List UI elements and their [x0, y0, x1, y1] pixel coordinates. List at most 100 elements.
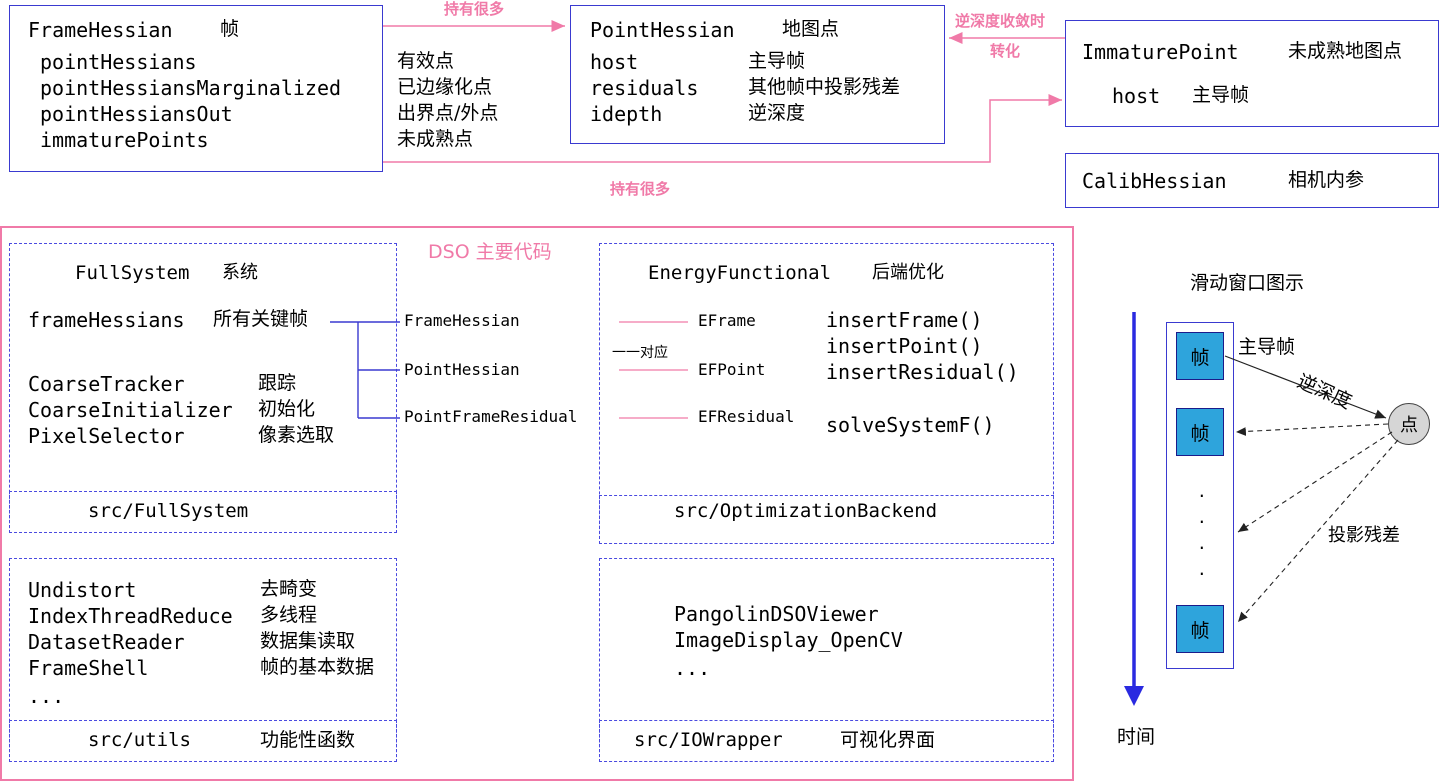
window-ellipsis-dot: . [1197, 560, 1207, 579]
window-frame-last: 帧 [1176, 605, 1224, 653]
fh-field-desc: 未成熟点 [397, 128, 474, 150]
framehessian-box [9, 5, 383, 172]
immaturepoint-title: ImmaturePoint [1082, 40, 1239, 64]
utils-item-desc: 数据集读取 [260, 630, 356, 652]
iowrapper-item: ... [674, 656, 711, 680]
one-to-one-label: 一一对应 [612, 345, 668, 361]
dso-main-code-box [0, 226, 1074, 781]
pointhessian-title: PointHessian [590, 18, 735, 42]
fh-field-name: pointHessiansOut [40, 102, 233, 126]
fullsystem-title-cn: 系统 [222, 262, 258, 283]
sliding-window-column [1166, 322, 1234, 669]
fullsystem-path: src/FullSystem [88, 500, 249, 522]
framehessians-desc: 所有关键帧 [213, 308, 309, 330]
ph-field-desc: 主导帧 [748, 50, 806, 72]
utils-item-desc: 帧的基本数据 [260, 656, 375, 678]
map-point-node: 点 [1388, 403, 1430, 445]
immaturepoint-box [1065, 20, 1439, 127]
fullsystem-item: PixelSelector [28, 424, 185, 448]
residual-arrow [1235, 423, 1389, 436]
link-left-label: PointHessian [404, 360, 520, 379]
pointhessian-box [570, 5, 945, 144]
energy-method: insertFrame() [826, 308, 983, 332]
utils-item-desc: 多线程 [260, 604, 318, 626]
residual-arrow [1237, 439, 1399, 623]
sliding-window-title: 滑动窗口图示 [1190, 272, 1305, 294]
utils-path-desc: 功能性函数 [260, 729, 356, 751]
link-right-label: EFResidual [698, 407, 795, 426]
time-axis-arrowhead [1124, 686, 1144, 706]
convert-label-line2: 转化 [990, 42, 1021, 60]
energyfunctional-path-divider [599, 495, 1054, 544]
utils-item: Undistort [28, 578, 137, 602]
fh-field-name: pointHessians [40, 50, 197, 74]
energy-method: insertResidual() [826, 360, 1019, 384]
inverse-depth-arrow [1224, 355, 1387, 419]
framehessian-title-cn: 帧 [220, 18, 240, 40]
ph-field-name: residuals [590, 76, 699, 100]
fullsystem-item-desc: 初始化 [258, 398, 316, 420]
window-frame: 帧 [1176, 408, 1224, 456]
iowrapper-path: src/IOWrapper [634, 729, 783, 751]
fullsystem-item: CoarseInitializer [28, 398, 233, 422]
ph-field-desc: 逆深度 [748, 102, 806, 124]
fullsystem-item-desc: 像素选取 [258, 424, 335, 446]
window-ellipsis-dot: . [1197, 482, 1207, 501]
calibhessian-title: CalibHessian [1082, 169, 1227, 193]
fh-field-desc: 有效点 [397, 50, 455, 72]
fullsystem-path-divider [9, 491, 397, 533]
dso-title: DSO 主要代码 [428, 241, 552, 263]
fullsystem-item: CoarseTracker [28, 372, 185, 396]
calibhessian-title-cn: 相机内参 [1288, 169, 1365, 191]
iowrapper-path-desc: 可视化界面 [840, 729, 936, 751]
link-left-label: PointFrameResidual [404, 407, 578, 426]
utils-item: DatasetReader [28, 630, 185, 654]
holds-many-label-top: 持有很多 [444, 0, 505, 18]
fullsystem-item-desc: 跟踪 [258, 372, 297, 394]
immaturepoint-field: host [1112, 84, 1161, 108]
ph-field-name: host [590, 50, 639, 74]
fh-field-desc: 已边缘化点 [397, 76, 493, 98]
utils-path-divider [9, 720, 397, 762]
framehessian-title: FrameHessian [28, 18, 173, 42]
host-frame-label: 主导帧 [1238, 336, 1296, 358]
fh-field-name: pointHessiansMarginalized [40, 76, 342, 100]
residual-arrow [1237, 431, 1393, 533]
window-ellipsis-dot: . [1197, 534, 1207, 553]
link-left-label: FrameHessian [404, 311, 520, 330]
fh-field-desc: 出界点/外点 [397, 102, 499, 124]
energyfunctional-title-cn: 后端优化 [872, 262, 944, 283]
utils-item: FrameShell [28, 656, 149, 680]
utils-path: src/utils [88, 729, 191, 751]
window-frame-host: 帧 [1176, 332, 1224, 380]
window-ellipsis-dot: . [1197, 508, 1207, 527]
energyfunctional-path: src/OptimizationBackend [674, 500, 938, 522]
iowrapper-item: PangolinDSOViewer [674, 602, 879, 626]
time-axis-label: 时间 [1117, 726, 1156, 748]
energyfunctional-title: EnergyFunctional [648, 262, 832, 284]
convert-label-line1: 逆深度收敛时 [955, 12, 1046, 30]
holds-many-arrow-bottom [383, 94, 1062, 163]
utils-item-desc: 去畸变 [260, 578, 318, 600]
iowrapper-item: ImageDisplay_OpenCV [674, 628, 903, 652]
immaturepoint-field-desc: 主导帧 [1192, 84, 1250, 106]
link-right-label: EFrame [698, 311, 756, 330]
pointhessian-title-cn: 地图点 [782, 18, 840, 40]
projection-residual-label: 投影残差 [1328, 525, 1400, 546]
ph-field-name: idepth [590, 102, 663, 126]
utils-item: ... [28, 684, 65, 708]
calibhessian-box [1065, 153, 1439, 208]
framehessians-var: frameHessians [28, 308, 185, 332]
energy-method: solveSystemF() [826, 413, 995, 437]
one-to-one-connector [619, 321, 688, 419]
energy-method: insertPoint() [826, 334, 983, 358]
holds-many-label-bottom: 持有很多 [610, 180, 671, 198]
utils-item: IndexThreadReduce [28, 604, 233, 628]
ph-field-desc: 其他帧中投影残差 [748, 76, 901, 98]
fullsystem-title: FullSystem [75, 262, 190, 284]
fullsystem-link-connector [330, 321, 400, 419]
fh-field-name: immaturePoints [40, 128, 209, 152]
iowrapper-path-divider [599, 720, 1054, 762]
immaturepoint-title-cn: 未成熟地图点 [1288, 40, 1403, 62]
